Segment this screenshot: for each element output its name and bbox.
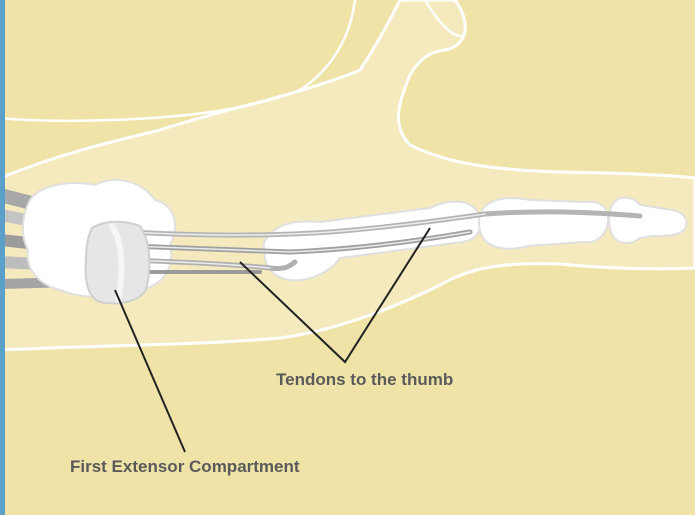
first-extensor-compartment-band [84,220,151,305]
index-finger-outline [0,0,357,123]
tendons-label: Tendons to the thumb [276,370,454,389]
distal-phalanx [608,196,688,244]
tendon-1-highlight [129,213,486,236]
thumb-tendons [127,209,643,275]
left-frame-line [0,0,5,515]
tendon-2-highlight [129,231,471,253]
proximal-phalanx [478,197,610,250]
finger-tip-outline [423,0,466,38]
band-highlight [109,223,125,303]
first-extensor-compartment-label: First Extensor Compartment [70,457,300,476]
compartment-leader-line [114,289,186,453]
tendons-leader-line [239,227,431,364]
